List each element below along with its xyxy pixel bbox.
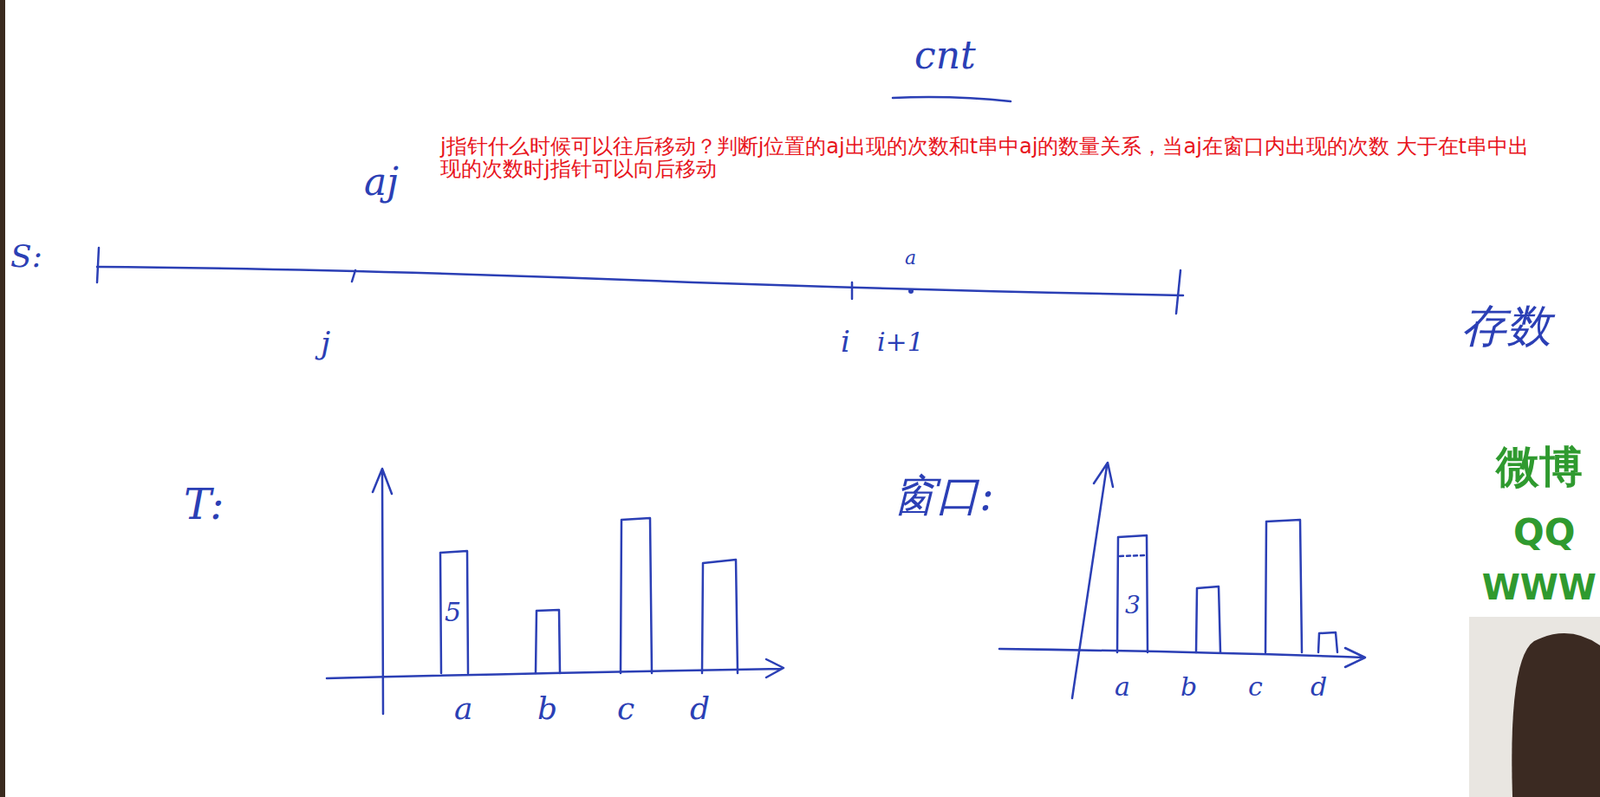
bar <box>620 518 652 674</box>
dot <box>908 288 914 294</box>
underline <box>892 97 1011 102</box>
axis-label: a <box>1114 672 1131 702</box>
bar <box>1196 586 1221 653</box>
axis-label: c <box>1248 672 1263 702</box>
bar-value: 3 <box>1125 592 1141 620</box>
pointer-label: i+1 <box>877 327 924 357</box>
axis <box>1072 462 1113 699</box>
axis <box>999 648 1366 668</box>
axis-label: b <box>1180 672 1197 702</box>
watermark: WWW <box>1482 568 1597 607</box>
tick <box>351 270 356 282</box>
bar <box>1117 535 1148 653</box>
pointer-label: j <box>320 325 331 361</box>
tick <box>97 247 99 283</box>
bar <box>702 559 738 674</box>
axis-label: c <box>617 691 635 727</box>
bar-value: 5 <box>444 598 462 627</box>
person <box>1511 633 1600 797</box>
axis <box>326 659 784 679</box>
chart-label: 窗口: <box>892 472 995 521</box>
string-label: S: <box>10 239 43 274</box>
variable-label: aj <box>364 161 399 203</box>
string-line <box>97 266 1184 296</box>
char-label: a <box>904 247 917 269</box>
chart-label: T: <box>183 481 224 528</box>
video-inset <box>1469 617 1600 797</box>
note-label: 存数 <box>1461 301 1552 352</box>
tick <box>851 282 854 300</box>
axis-label: d <box>1310 672 1327 702</box>
axis-label: b <box>537 691 558 727</box>
frame-edge <box>0 0 6 797</box>
annotation: j指针什么时候可以往后移动？判断j位置的aj出现的次数和t串中aj的数量关系，当… <box>440 135 1535 182</box>
title-note: cnt <box>914 34 976 77</box>
watermark: QQ <box>1513 513 1575 553</box>
bar <box>1318 632 1338 653</box>
pointer-label: i <box>840 325 851 358</box>
axis-label: a <box>454 691 473 727</box>
bar <box>1265 520 1302 653</box>
axis-label: d <box>689 691 710 727</box>
bar <box>535 610 560 674</box>
bar-mark <box>1119 555 1146 557</box>
bar <box>440 551 469 674</box>
watermark: 微博 <box>1495 443 1583 492</box>
tick <box>1176 270 1181 314</box>
